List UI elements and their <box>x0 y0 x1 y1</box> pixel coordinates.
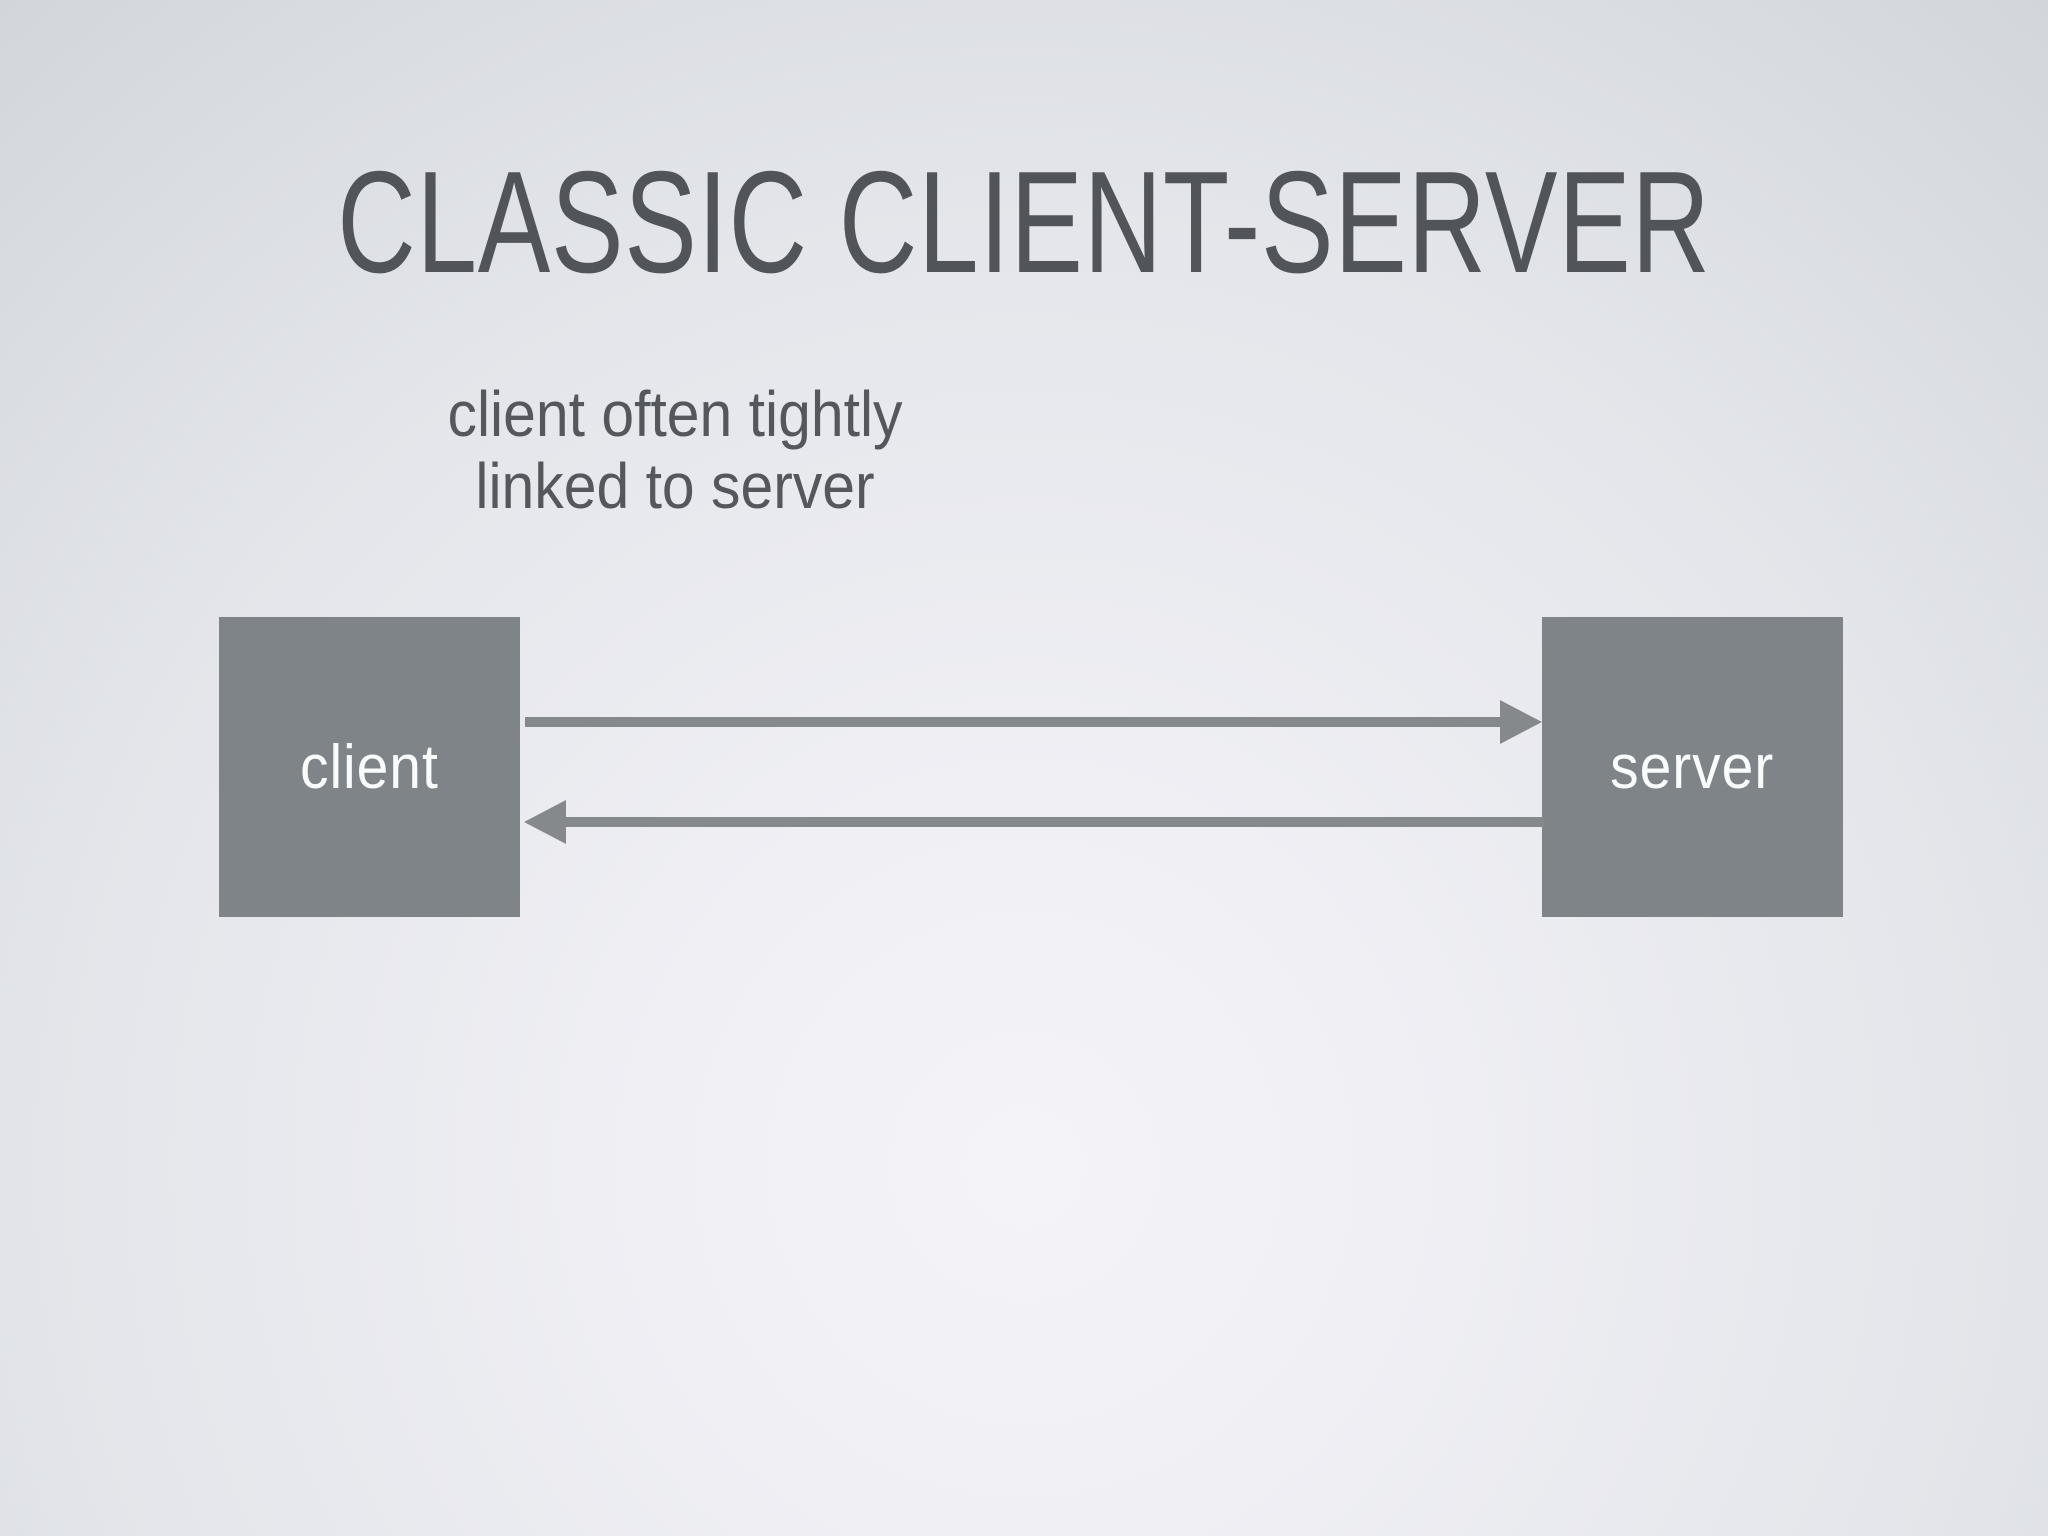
client-node: client <box>219 617 520 917</box>
server-node-label: server <box>1610 732 1775 802</box>
slide-title: CLASSIC CLIENT-SERVER <box>337 141 1711 303</box>
subtitle-line-2: linked to server <box>475 450 875 522</box>
arrow-client-to-server-icon <box>525 700 1542 744</box>
subtitle-line-1: client often tightly <box>447 378 903 450</box>
server-node: server <box>1542 617 1843 917</box>
arrows-layer <box>524 700 1544 844</box>
client-node-label: client <box>300 732 439 802</box>
arrow-server-to-client-icon <box>524 800 1544 844</box>
slide-subtitle: client often tightly linked to server <box>367 378 983 522</box>
